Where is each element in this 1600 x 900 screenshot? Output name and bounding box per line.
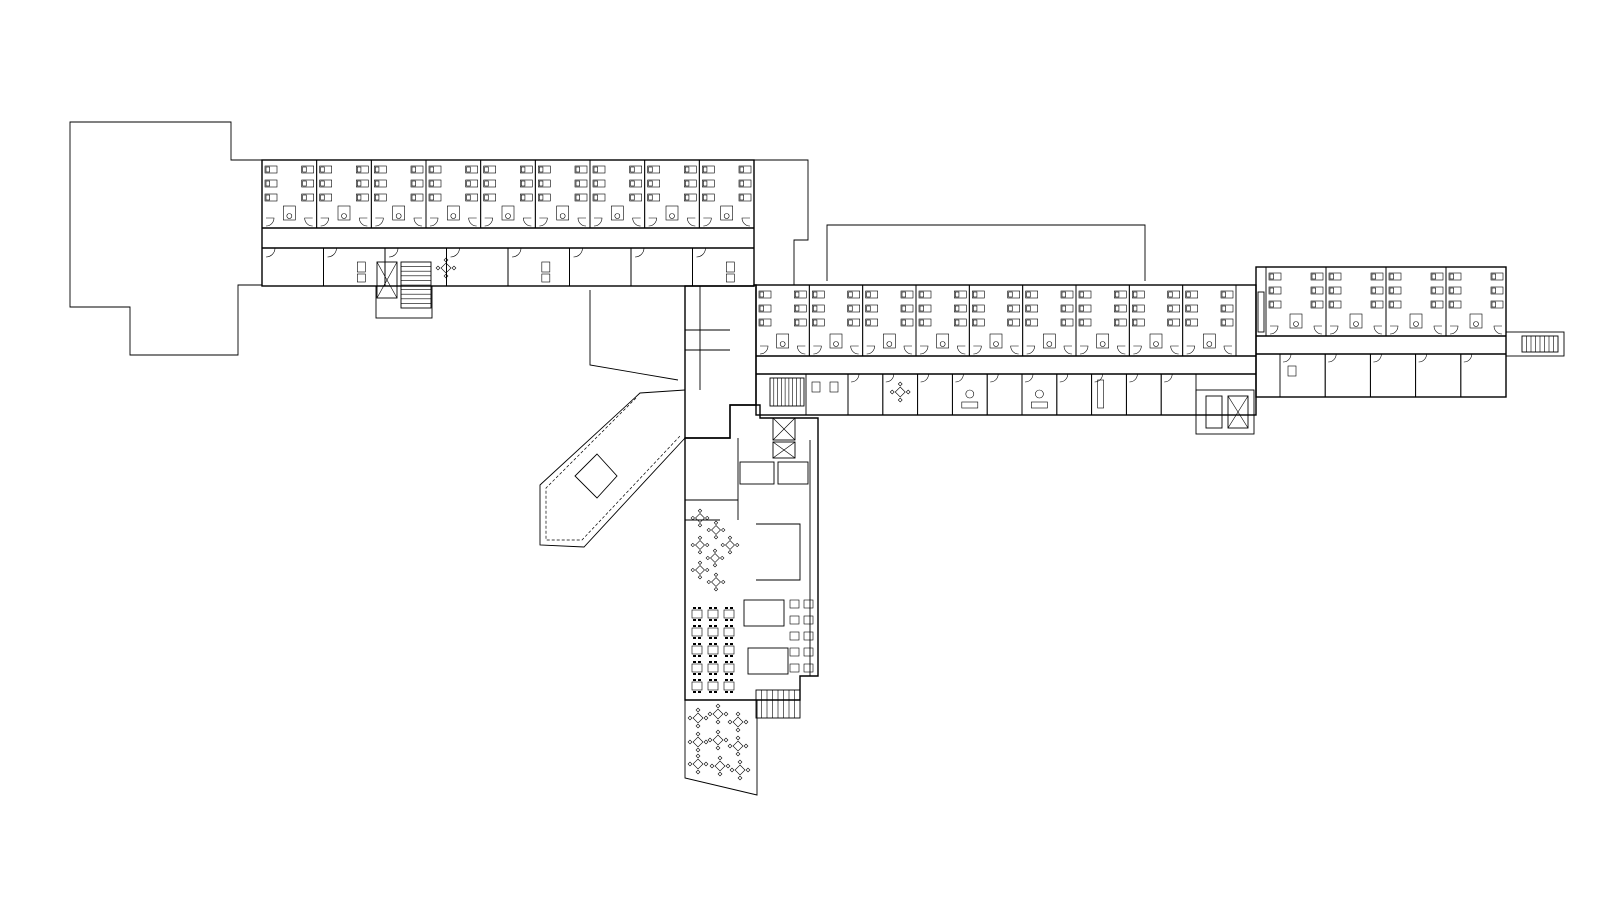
courtyard-outline-north [826, 224, 1146, 281]
service-room [1125, 373, 1162, 416]
far-east-guest-rooms [1265, 266, 1507, 337]
guest-room [968, 284, 1024, 357]
guest-room [425, 159, 482, 229]
guest-room [1075, 284, 1130, 357]
guest-room [480, 159, 536, 229]
service-room [1460, 353, 1507, 398]
entrance-canopy [539, 389, 686, 548]
far-east-wing-envelope [1255, 266, 1507, 398]
guest-room [755, 284, 810, 357]
service-room [951, 373, 988, 416]
service-room [507, 247, 570, 287]
restroom-block [805, 373, 849, 416]
guest-room [370, 159, 427, 229]
guest-room [1128, 284, 1184, 357]
east-core-stair [769, 377, 805, 459]
far-east-wing [1255, 266, 1565, 398]
north-west-wing [261, 159, 755, 319]
service-room [692, 247, 755, 287]
east-wing [755, 284, 1257, 459]
guest-room [534, 159, 591, 229]
east-secondary-stair [1195, 389, 1255, 435]
service-room [323, 247, 386, 287]
service-room [986, 373, 1023, 416]
guest-room [1385, 266, 1447, 337]
service-room [1056, 373, 1093, 416]
guest-room [808, 284, 864, 357]
service-room [630, 247, 693, 287]
guest-room [1265, 266, 1327, 337]
guest-room [261, 159, 318, 229]
east-service-rooms [805, 373, 1197, 416]
guest-room [1182, 284, 1237, 357]
service-room [1324, 353, 1371, 398]
service-room [1091, 373, 1127, 416]
service-room [1369, 353, 1417, 398]
guest-room [698, 159, 755, 229]
outline-link-south-west [589, 290, 679, 381]
east-wing-envelope [755, 284, 1257, 416]
service-room [569, 247, 632, 287]
central-connector [539, 284, 757, 548]
guest-room [1022, 284, 1077, 357]
stair-north-west [376, 261, 432, 309]
outline-link-north [752, 159, 809, 285]
east-guest-rooms [755, 284, 1237, 357]
guest-room [862, 284, 917, 357]
guest-room [1325, 266, 1387, 337]
connector-envelope [684, 284, 757, 439]
service-room [847, 373, 884, 416]
service-room [1021, 373, 1058, 416]
fire-escape-stair-east [1505, 331, 1565, 357]
guest-room [644, 159, 700, 229]
existing-building-outline-west [69, 121, 263, 356]
guest-room [1445, 266, 1507, 337]
terrace-tables [687, 703, 751, 781]
guest-room [316, 159, 372, 229]
service-room [446, 247, 509, 287]
south-terrace [684, 699, 758, 796]
far-east-service-rooms [1279, 353, 1507, 398]
south-wing-dining [684, 404, 819, 796]
stair-landing-north-west [375, 285, 433, 319]
service-room [1160, 373, 1197, 416]
dining-tables [690, 508, 814, 693]
service-room [1415, 353, 1462, 398]
service-room [261, 247, 324, 287]
north-west-service-rooms [261, 247, 755, 287]
north-west-guest-rooms [261, 159, 755, 229]
guest-room [915, 284, 970, 357]
south-stair [755, 689, 801, 719]
service-room [882, 373, 919, 416]
site-outlines [69, 121, 1146, 381]
service-room [917, 373, 953, 416]
service-room [1279, 353, 1326, 398]
canopy-diamond [574, 453, 618, 499]
guest-room [589, 159, 646, 229]
